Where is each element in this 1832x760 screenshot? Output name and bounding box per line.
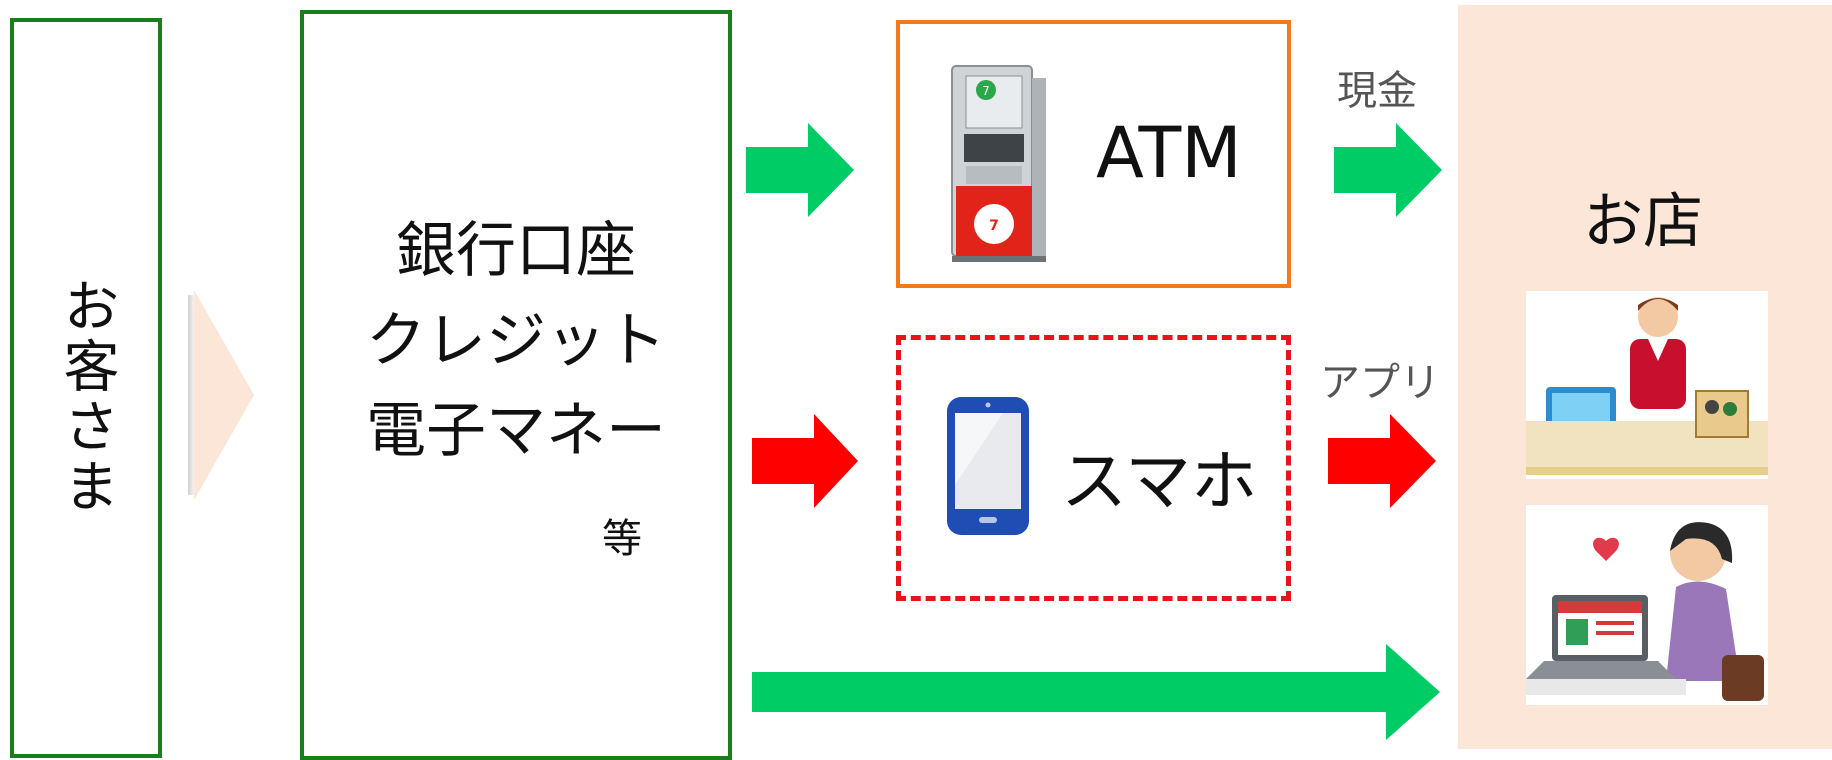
payment-sources-list: 銀行口座 クレジット 電子マネー [304, 206, 728, 476]
payment-source-credit: クレジット [366, 306, 666, 376]
cash-flow-label: 現金 [1337, 68, 1417, 114]
arrow-to-phone [752, 414, 858, 508]
chevron-right-icon [188, 290, 254, 500]
svg-text:7: 7 [989, 218, 999, 234]
smartphone-label: スマホ [1061, 443, 1258, 520]
smartphone-box: スマホ [896, 335, 1291, 601]
payment-sources-box: 銀行口座 クレジット 電子マネー 等 [300, 10, 732, 760]
arrow-to-atm [746, 123, 854, 217]
atm-box: 7 7 ATM [896, 20, 1291, 288]
arrow-cash-to-shop [1334, 123, 1442, 217]
payment-sources-etc: 等 [602, 516, 642, 562]
cashier-icon [1526, 291, 1768, 479]
online-shopping-icon [1526, 505, 1768, 705]
payment-source-bank: 銀行口座 [396, 216, 636, 286]
arrow-to-shop-direct [752, 644, 1440, 740]
app-flow-label: アプリ [1320, 360, 1440, 406]
shop-panel: お店 [1458, 5, 1832, 749]
atm-label: ATM [1096, 112, 1242, 194]
atm-machine-icon: 7 7 [951, 65, 1046, 262]
payment-source-emoney: 電子マネー [366, 396, 666, 466]
arrow-app-to-shop [1328, 414, 1436, 508]
customer-box: お客さま [10, 18, 162, 758]
customer-label: お客さま [54, 277, 119, 517]
svg-text:7: 7 [982, 84, 990, 98]
shop-label: お店 [1583, 187, 1703, 257]
smartphone-icon [947, 397, 1029, 535]
